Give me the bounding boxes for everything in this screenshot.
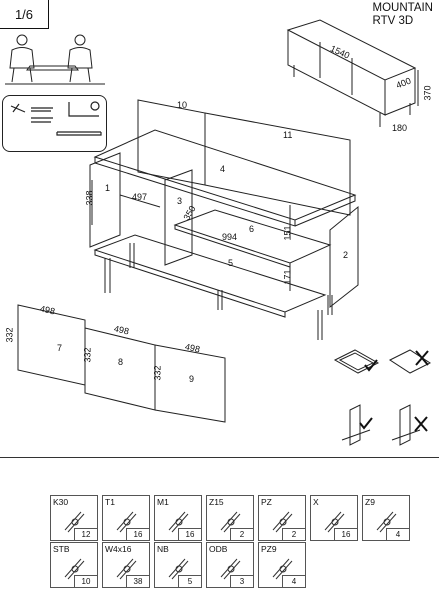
product-title: MOUNTAIN RTV 3D: [373, 2, 433, 28]
hardware-item-k30: K30 12: [50, 495, 98, 541]
door-3-height: 332: [152, 365, 163, 381]
doors-drawing: [17, 304, 226, 423]
page-number: 1/6: [0, 0, 49, 29]
hardware-qty: 16: [178, 528, 201, 540]
hardware-qty: 16: [126, 528, 149, 540]
part-label-1: 1: [105, 183, 111, 193]
leg-icon: [168, 558, 189, 580]
hinge-icon: [220, 511, 241, 533]
hardware-qty: 12: [74, 528, 97, 540]
hardware-item-pz: PZ 2: [258, 495, 306, 541]
part-label-10: 10: [177, 100, 188, 110]
leg-height: 180: [392, 123, 408, 133]
door-1-height: 332: [4, 327, 15, 343]
hardware-code: X: [313, 497, 319, 507]
ok-check-icon: [359, 417, 373, 430]
door-label-7: 7: [57, 343, 63, 353]
screw-icon: [116, 558, 137, 580]
section-divider: [0, 457, 439, 458]
hardware-qty: 4: [386, 528, 409, 540]
hardware-item-t1: T1 16: [102, 495, 150, 541]
plate-icon: [272, 511, 293, 533]
part-label-3: 3: [177, 196, 183, 206]
hardware-qty: 16: [334, 528, 357, 540]
door-label-9: 9: [189, 374, 195, 384]
cam-bolt-icon: [116, 511, 137, 533]
hardware-code: Z15: [209, 497, 224, 507]
clip-icon: [64, 558, 85, 580]
bumper-icon: [220, 558, 241, 580]
door-2-height: 332: [82, 347, 93, 363]
hardware-code: M1: [157, 497, 169, 507]
dim-497: 497: [132, 192, 148, 202]
hardware-qty: 2: [282, 528, 305, 540]
plate-pz9-icon: [272, 558, 293, 580]
hardware-item-m1: M1 16: [154, 495, 202, 541]
exploded-carcass-drawing: [89, 99, 359, 340]
part-label-2: 2: [343, 250, 349, 260]
hardware-code: W4x16: [105, 544, 132, 554]
product-name: MOUNTAIN: [372, 2, 433, 14]
hardware-item-w4x16: W4x16 38: [102, 542, 150, 588]
hardware-qty: 4: [282, 575, 305, 587]
tools-box: [2, 95, 107, 152]
tools-icon: [10, 101, 102, 136]
door-label-8: 8: [118, 357, 124, 367]
hardware-code: STB: [53, 544, 70, 554]
hardware-item-x: X 16: [310, 495, 358, 541]
dowel-icon: [64, 511, 85, 533]
part-label-5: 5: [228, 258, 234, 268]
handling-instructions-drawing: [333, 349, 432, 446]
dim-171: 171: [282, 269, 293, 285]
cap-icon: [324, 511, 345, 533]
hardware-qty: 38: [126, 575, 149, 587]
hardware-code: PZ9: [261, 544, 277, 554]
hardware-item-odb: ODB 3: [206, 542, 254, 588]
hardware-item-z15: Z15 2: [206, 495, 254, 541]
dim-994: 994: [222, 232, 238, 242]
hardware-code: Z9: [365, 497, 375, 507]
cam-lock-icon: [168, 511, 189, 533]
dim-338: 338: [84, 190, 95, 206]
hardware-item-nb: NB 5: [154, 542, 202, 588]
hardware-code: K30: [53, 497, 69, 507]
wrong-cross-icon: [415, 350, 429, 366]
cabinet-overview-drawing: [286, 19, 419, 127]
hardware-code: T1: [105, 497, 115, 507]
hardware-qty: 10: [74, 575, 97, 587]
hardware-qty: 2: [230, 528, 253, 540]
hardware-item-z9: Z9 4: [362, 495, 410, 541]
ok-check-icon: [364, 359, 378, 372]
hardware-code: NB: [157, 544, 169, 554]
hinge-z9-icon: [376, 511, 397, 533]
hardware-qty: 5: [178, 575, 201, 587]
part-label-11: 11: [283, 130, 293, 140]
part-label-6: 6: [249, 224, 255, 234]
hardware-qty: 3: [230, 575, 253, 587]
hardware-code: PZ: [261, 497, 272, 507]
hardware-item-pz9: PZ9 4: [258, 542, 306, 588]
two-person-assembly-icon: [5, 34, 105, 85]
hardware-item-stb: STB 10: [50, 542, 98, 588]
hardware-code: ODB: [209, 544, 228, 554]
part-label-4: 4: [220, 164, 226, 174]
product-model: RTV 3D: [372, 15, 414, 27]
dim-151: 151: [282, 225, 293, 241]
wrong-cross-icon: [414, 416, 428, 432]
